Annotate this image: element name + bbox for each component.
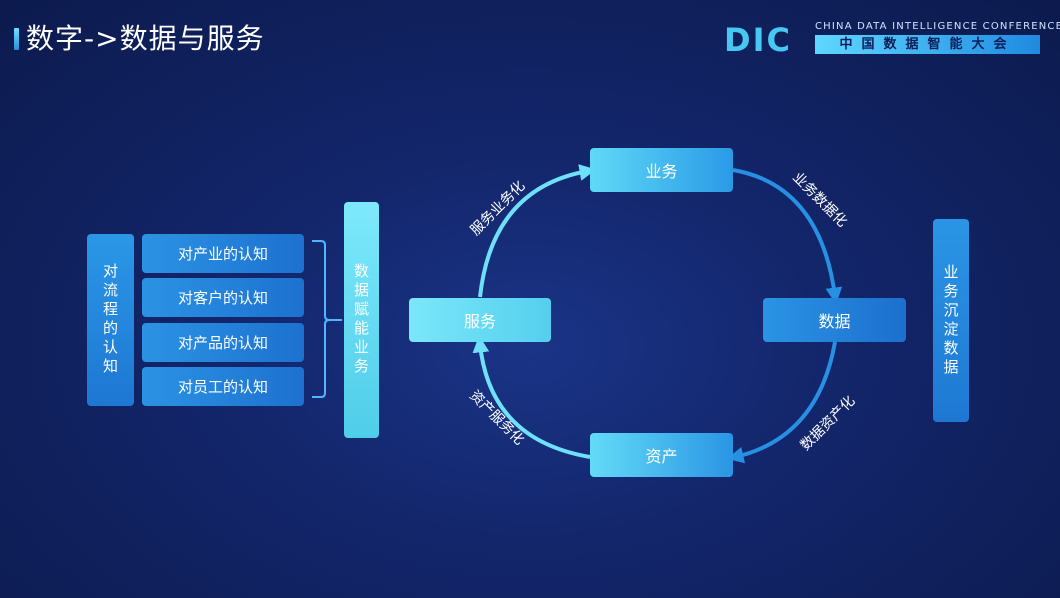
page-title: 数字->数据与服务 bbox=[26, 22, 265, 55]
process-cognition-box: 对流程的认知 bbox=[87, 234, 134, 406]
service-node: 服务 bbox=[409, 298, 551, 342]
business-node: 业务 bbox=[590, 148, 733, 192]
customer-cognition-item: 对客户的认知 bbox=[142, 278, 304, 317]
group-bracket bbox=[312, 240, 342, 398]
process-cognition-label: 对流程的认知 bbox=[101, 263, 119, 377]
item-label: 对产业的认知 bbox=[177, 245, 268, 263]
asset-node: 资产 bbox=[590, 433, 733, 477]
data-node: 数据 bbox=[763, 298, 906, 342]
industry-cognition-item: 对产业的认知 bbox=[142, 234, 304, 273]
logo-chinese-banner: 中国数据智能大会 bbox=[815, 35, 1040, 54]
item-label: 对员工的认知 bbox=[177, 378, 268, 396]
asset-node-label: 资产 bbox=[645, 447, 678, 466]
arrow-business-to-data bbox=[732, 168, 843, 305]
product-cognition-item: 对产品的认知 bbox=[142, 323, 304, 362]
employee-cognition-item: 对员工的认知 bbox=[142, 367, 304, 406]
data-node-label: 数据 bbox=[818, 312, 851, 331]
title-accent-bar bbox=[14, 28, 19, 50]
business-deposit-data-box: 业务沉淀数据 bbox=[933, 219, 969, 422]
business-deposit-data-label: 业务沉淀数据 bbox=[941, 263, 960, 378]
dic-logo: DIC CHINA DATA INTELLIGENCE CONFERENCE 中… bbox=[718, 18, 1060, 62]
logo-mark: DIC bbox=[724, 21, 792, 59]
business-node-label: 业务 bbox=[645, 162, 678, 181]
service-node-label: 服务 bbox=[463, 312, 496, 331]
item-label: 对产品的认知 bbox=[177, 334, 268, 352]
logo-english-name: CHINA DATA INTELLIGENCE CONFERENCE bbox=[815, 21, 1060, 32]
logo-chinese-name: 中国数据智能大会 bbox=[839, 37, 1016, 52]
arrow-asset-to-service bbox=[472, 335, 591, 459]
label-business-to-data: 业务数据化 bbox=[789, 170, 850, 231]
item-label: 对客户的认知 bbox=[177, 289, 268, 307]
arrow-service-to-business bbox=[478, 164, 597, 298]
data-empower-business-label: 数据赋能业务 bbox=[352, 263, 370, 377]
arrow-data-to-asset bbox=[726, 341, 837, 464]
label-data-to-asset: 数据资产化 bbox=[798, 393, 859, 454]
data-empower-business-box: 数据赋能业务 bbox=[344, 202, 379, 438]
